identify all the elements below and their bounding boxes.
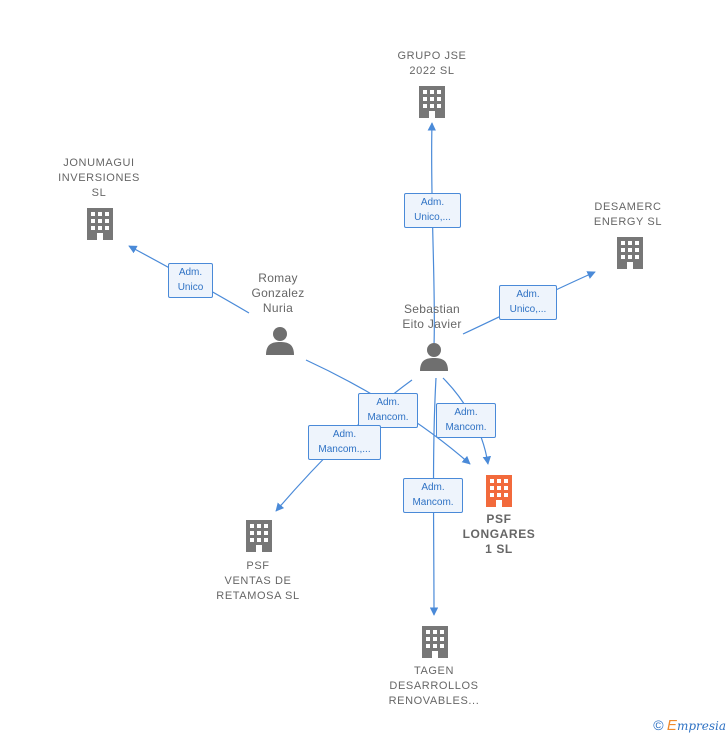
edge-label-seb-longares[interactable]: Adm. Mancom. [436,403,496,438]
building-icon[interactable] [422,626,448,658]
building-icon[interactable] [617,237,643,269]
edge-label-seb-grupo[interactable]: Adm. Unico,... [404,193,461,228]
node-label-jonumagui[interactable]: JONUMAGUI INVERSIONES SL [58,157,140,199]
node-label-tagen[interactable]: TAGEN DESARROLLOS RENOVABLES... [388,665,480,707]
node-label-romay[interactable]: Romay Gonzalez Nuria [251,271,305,315]
footer-brand: © Empresia [653,717,726,734]
edge-label-romay-longares[interactable]: Adm. Mancom. [358,393,418,428]
edge-label-seb-tagen[interactable]: Adm. Mancom. [403,478,463,513]
node-label-psf-ventas[interactable]: PSF VENTAS DE RETAMOSA SL [216,560,300,602]
edge-label-seb-ventas[interactable]: Adm. Mancom.,... [308,425,381,460]
edge-label-romay-jonu[interactable]: Adm. Unico [168,263,213,298]
person-icon[interactable] [266,327,294,355]
brand-logo-initial: E [666,717,677,734]
building-icon[interactable] [419,86,445,118]
copyright-icon: © [653,717,664,733]
person-icon[interactable] [420,343,448,371]
edge-seb-grupo [427,122,437,346]
edge-label-seb-desamerc[interactable]: Adm. Unico,... [499,285,557,320]
node-label-desamerc[interactable]: DESAMERC ENERGY SL [593,201,663,228]
brand-logo-text: mpresia [676,719,726,733]
building-icon[interactable] [246,520,272,552]
building-icon-focus[interactable] [486,475,512,507]
node-label-grupo-jse[interactable]: GRUPO JSE 2022 SL [397,50,467,77]
node-label-sebastian[interactable]: Sebastian Eito Javier [402,302,462,331]
node-label-psf-longares[interactable]: PSF LONGARES 1 SL [462,512,536,556]
building-icon[interactable] [87,208,113,240]
